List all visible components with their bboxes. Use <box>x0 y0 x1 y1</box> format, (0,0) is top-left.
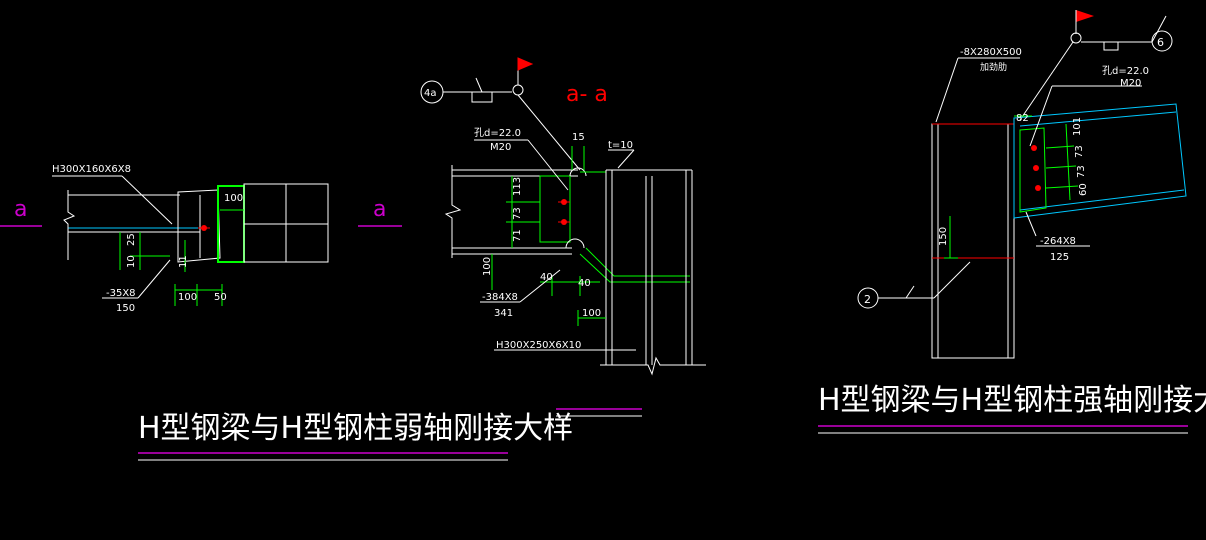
dim-100-bottom: 100 <box>178 292 197 303</box>
strong-bolt-1 <box>1031 145 1037 151</box>
section-dims <box>491 146 606 326</box>
sec-plate-label: -384X8 <box>482 292 518 303</box>
strong-dim-101: 101 <box>1072 117 1083 136</box>
beam-break-line <box>63 190 76 260</box>
dim-11: 11 <box>178 255 189 268</box>
strong-height-dim: 150 <box>938 227 949 246</box>
strong-dim-60: 60 <box>1078 183 1089 196</box>
strong-shear-plate <box>1019 127 1047 213</box>
strong-stiffener-label: -264X8 <box>1040 236 1076 247</box>
strong-dim-73a: 73 <box>1074 145 1085 158</box>
strong-hole-label: 孔d=22.0 <box>1102 65 1149 77</box>
strong-bolt-3 <box>1035 185 1041 191</box>
sec-dim-71: 71 <box>512 229 523 242</box>
callout-6-label: 6 <box>1157 36 1164 49</box>
thickness-leader <box>617 149 635 169</box>
weld-symbol-box <box>471 91 493 103</box>
strong-stiffener-width: 125 <box>1050 252 1069 263</box>
weld-leader-line <box>517 94 581 171</box>
plate-size-label: -35X8 <box>106 288 136 299</box>
plate-label-leader-right <box>935 57 959 123</box>
strong-bolt-2 <box>1033 165 1039 171</box>
sec-bolt-label: M20 <box>490 142 511 153</box>
strong-plate-note: 加劲肋 <box>980 61 1007 73</box>
sec-column-label: H300X250X6X10 <box>496 340 581 351</box>
sloped-beam-bottom-inner <box>1019 189 1185 211</box>
strong-top-dim: 82 <box>1016 113 1029 124</box>
weak-axis-dims <box>119 209 244 306</box>
sec-dim-100-v: 100 <box>482 257 493 276</box>
beam-size-label: H300X160X6X8 <box>52 164 131 175</box>
sec-dim-100-h: 100 <box>582 308 601 319</box>
sec-dim-73: 73 <box>512 207 523 220</box>
weak-axis-title: H型钢梁与H型钢柱弱轴刚接大样 <box>138 411 573 446</box>
dim-100-top: 100 <box>224 193 243 204</box>
hole-label-leader <box>527 139 569 191</box>
plate-label-leader <box>137 259 171 299</box>
callout-4a-label: 4a <box>424 88 437 99</box>
access-hole-bottom <box>565 238 585 249</box>
access-hole-top <box>569 167 587 177</box>
plate-384-leader <box>519 269 561 303</box>
strong-axis-title: H型钢梁与H型钢柱强轴刚接大样 <box>818 383 1206 418</box>
dim-25: 25 <box>126 233 137 246</box>
sloped-beam-top-inner <box>1019 111 1177 127</box>
sloped-beam <box>1013 103 1187 219</box>
strong-bolt-label: M20 <box>1120 78 1141 89</box>
callout-bubble-6 <box>1151 30 1173 52</box>
weld-tick <box>475 77 483 93</box>
field-weld-flag-right <box>1076 10 1094 22</box>
stiffener-label-leader <box>1025 211 1037 237</box>
strong-axis-detail: 6 -8X280X500 加劲肋 <box>818 10 1206 434</box>
section-mark-left: a <box>14 197 27 222</box>
field-weld-flag <box>517 57 534 71</box>
sec-plate-width: 341 <box>494 308 513 319</box>
field-weld-circle-right <box>1070 32 1082 44</box>
section-view: a- a 4a <box>420 57 706 417</box>
field-weld-circle <box>512 84 524 96</box>
dim-10: 10 <box>126 255 137 268</box>
sec-beam-break <box>444 165 462 258</box>
dim-50: 50 <box>214 292 227 303</box>
weld-symbol-right <box>1103 41 1119 51</box>
sec-thickness-label: t=10 <box>608 140 633 151</box>
weak-axis-detail: a a <box>0 164 573 461</box>
sec-col-break <box>600 356 706 376</box>
beam-label-leader <box>121 175 173 225</box>
sec-dim-113: 113 <box>512 177 523 196</box>
callout-2-label: 2 <box>864 293 871 306</box>
section-title: a- a <box>566 82 608 107</box>
callout-2-leader <box>933 261 971 299</box>
section-mark-right: a <box>373 197 386 222</box>
shear-tab-plate <box>539 175 571 243</box>
stiffener-line-2 <box>585 247 690 277</box>
callout-6-tick <box>1151 15 1167 43</box>
plate-width-label: 150 <box>116 303 135 314</box>
sec-dim-40a: 40 <box>540 272 553 283</box>
strong-dims <box>944 115 1079 259</box>
sec-dim-40b: 40 <box>578 278 591 289</box>
weld-leader-right <box>1019 41 1074 121</box>
stiffener-line-1 <box>579 253 690 283</box>
strong-plate-label: -8X280X500 <box>960 47 1022 58</box>
strong-hole-leader <box>1029 85 1053 147</box>
strong-dim-73b: 73 <box>1076 165 1087 178</box>
callout-2-tick <box>905 285 915 299</box>
sec-hole-label: 孔d=22.0 <box>474 127 521 139</box>
end-plate <box>177 189 221 263</box>
sec-top-dim: 15 <box>572 132 585 143</box>
